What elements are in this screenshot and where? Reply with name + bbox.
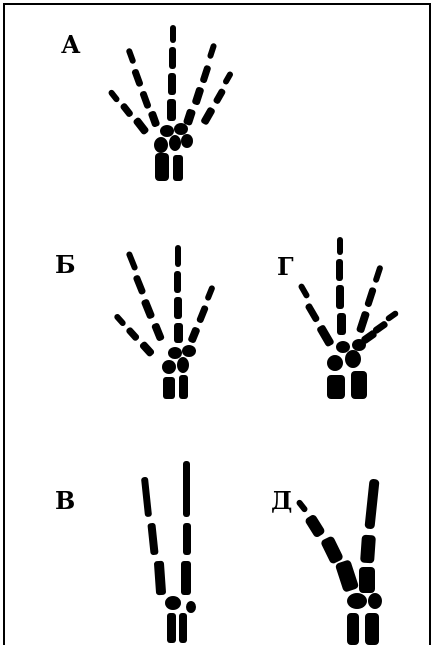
panel-label-a: А xyxy=(61,33,81,57)
limb-skeleton-a xyxy=(105,23,240,183)
limb-skeleton-b xyxy=(113,241,223,401)
limb-skeleton-g xyxy=(295,235,395,400)
figure-frame: А Б xyxy=(3,3,431,645)
panel-label-d: Д xyxy=(271,489,292,513)
panel-label-b: Б xyxy=(55,253,76,277)
panel-label-g: Г xyxy=(277,255,294,279)
limb-skeleton-d xyxy=(297,475,397,647)
limb-skeleton-v xyxy=(139,457,209,647)
panel-label-v: В xyxy=(55,489,75,513)
